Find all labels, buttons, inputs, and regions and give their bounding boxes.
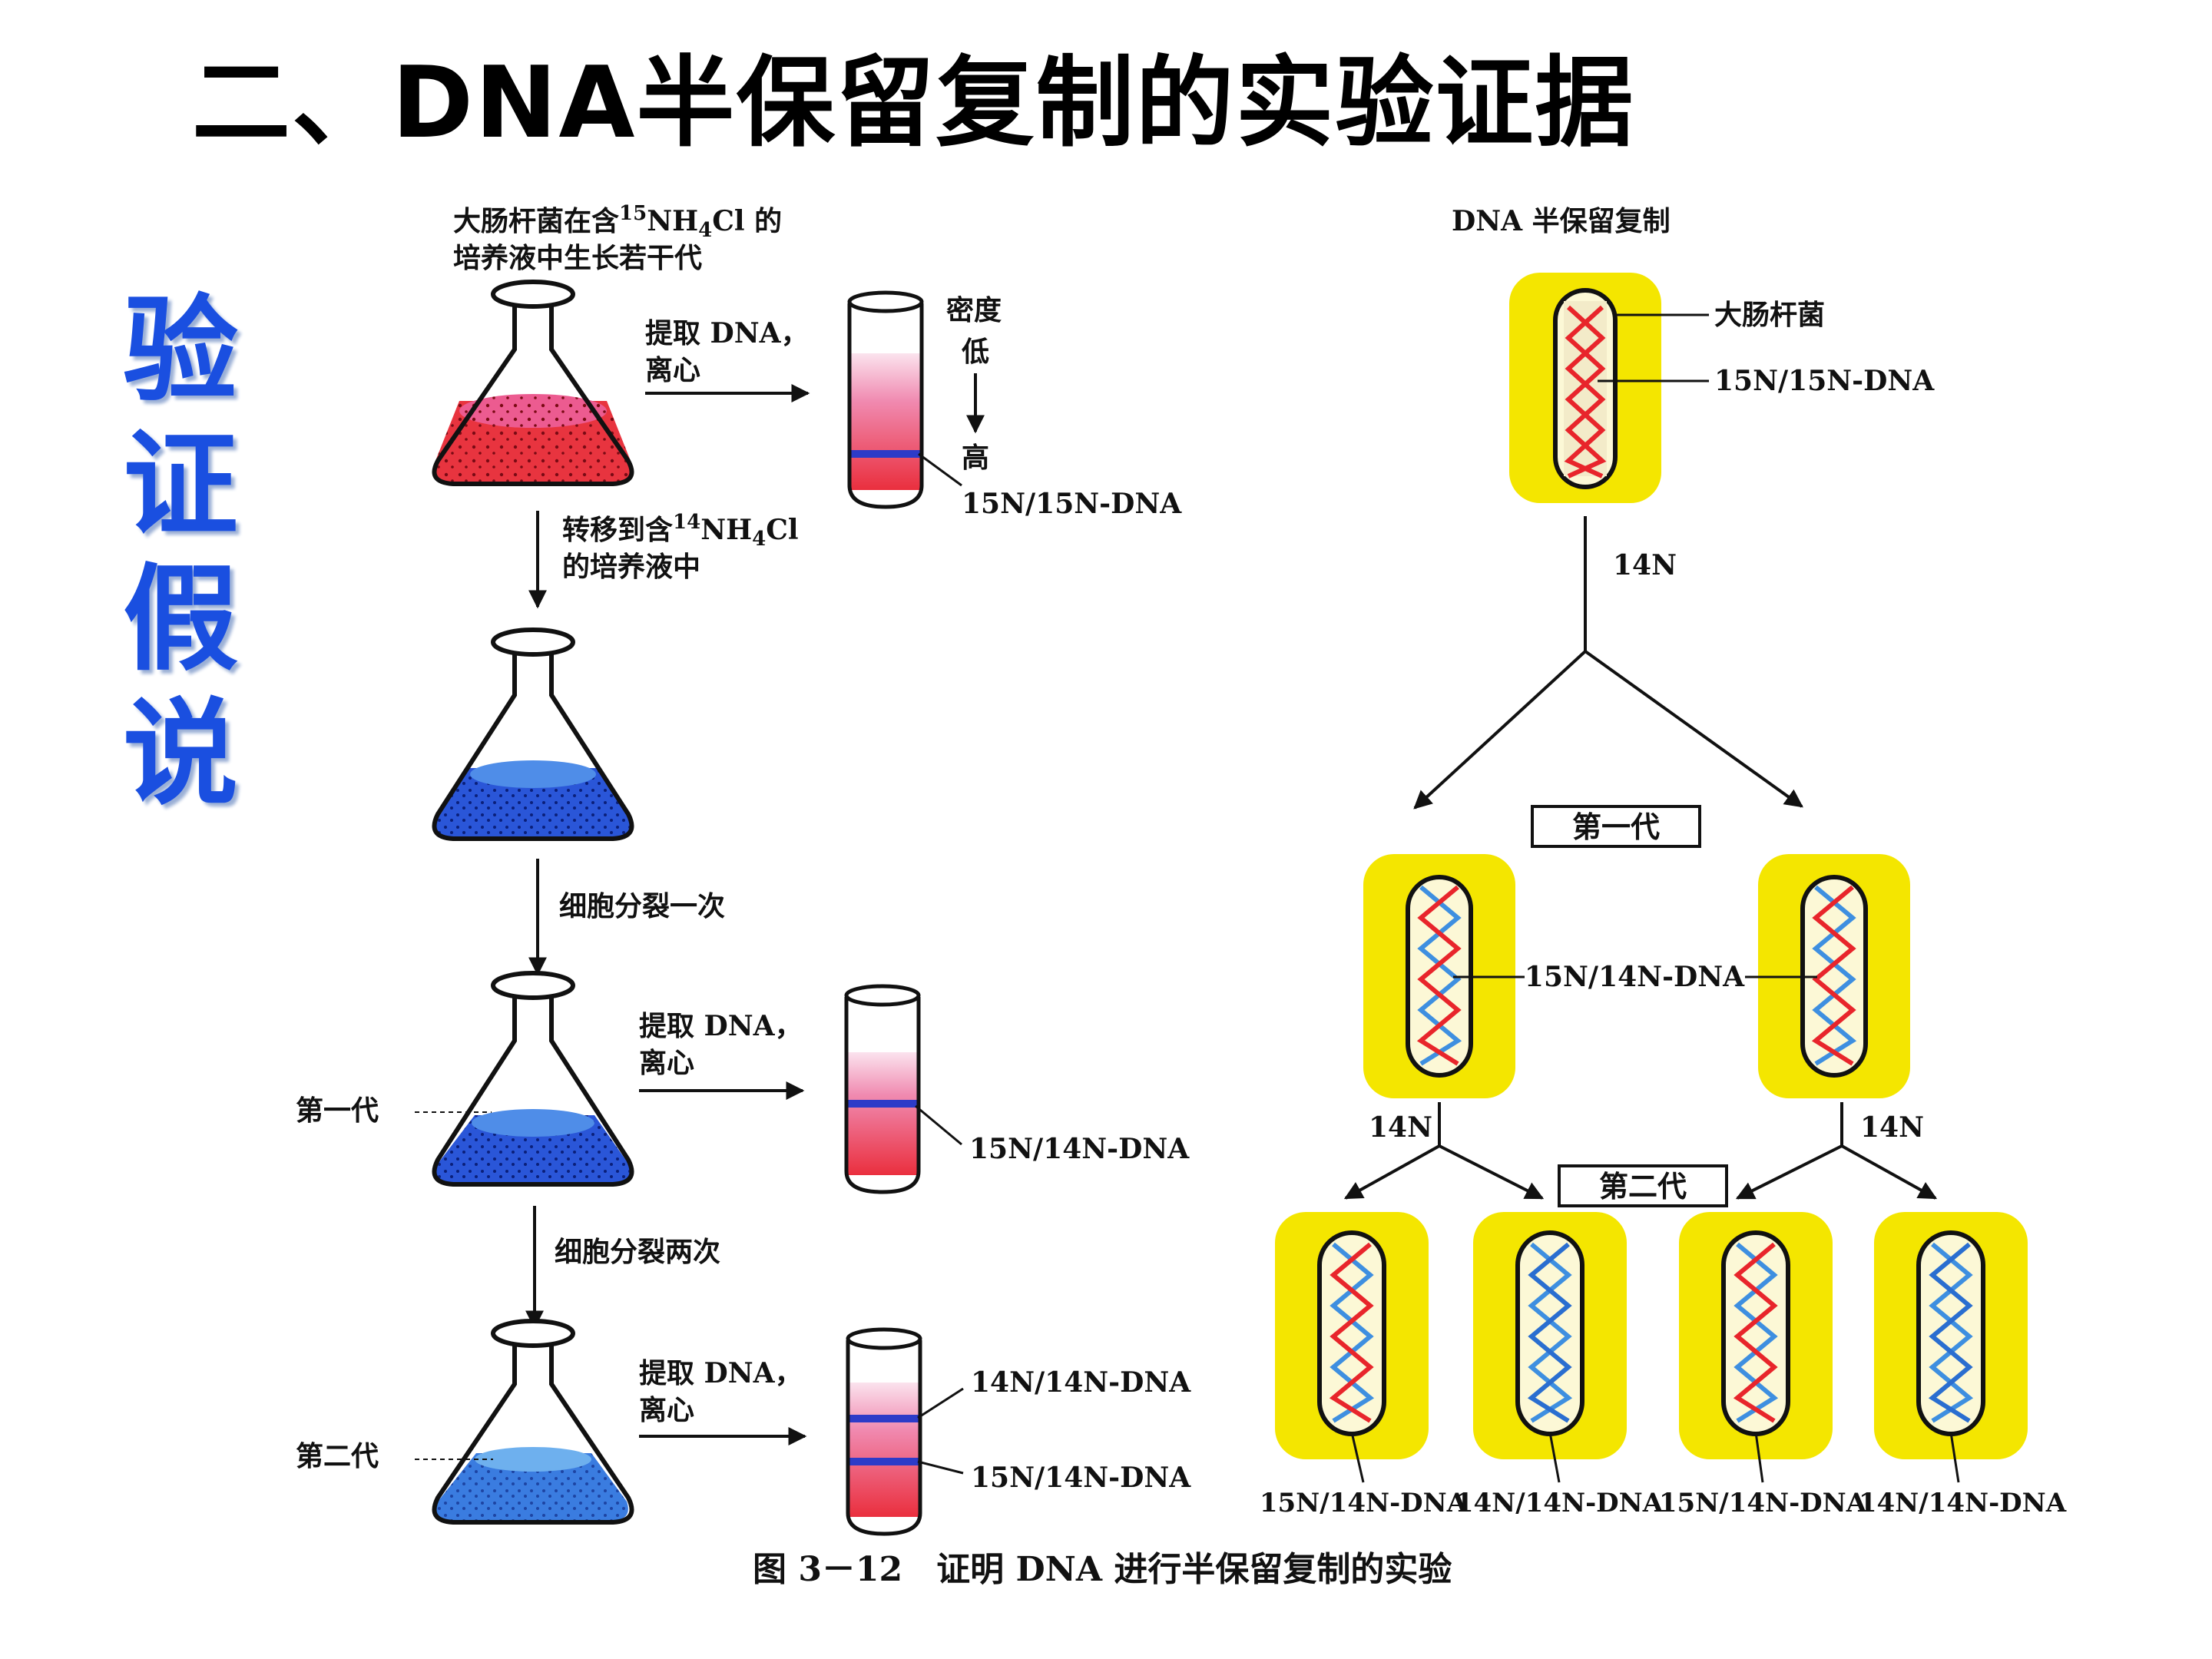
arrow-gen2-b	[1439, 1144, 1545, 1200]
flask-gen1	[432, 971, 634, 1187]
intro-text: 大肠杆菌在含15NH4Cl 的	[453, 202, 782, 242]
gen1-label: 第一代	[296, 1094, 379, 1127]
parent-dna-label: 15N/15N-DNA	[1714, 365, 1935, 397]
division-twice-text: 细胞分裂两次	[555, 1236, 720, 1268]
arrow-gen1-left	[1413, 650, 1587, 810]
extract-text-3b: 离心	[639, 1394, 694, 1426]
gen2-box	[1558, 1164, 1728, 1207]
right-panel: DNA 半保留复制 大肠杆菌 15N/15N-DNA 14N 第一代	[1260, 205, 2067, 1518]
tube-2	[844, 984, 921, 1194]
flask-blue-0	[432, 628, 634, 841]
arrow-gen2-c	[1735, 1144, 1843, 1200]
extract-text-2: 提取 DNA，	[639, 1010, 803, 1042]
medium-label-right: 14N	[1860, 1111, 1924, 1144]
bacterium-label: 大肠杆菌	[1714, 299, 1825, 331]
leader-gen2-4	[1949, 1432, 1960, 1483]
gen2-dna-label: 15N/14N-DNA	[1260, 1488, 1468, 1518]
tube1-label: 15N/15N-DNA	[962, 488, 1182, 520]
gen1-box	[1531, 805, 1701, 848]
cell-gen2-3	[1679, 1212, 1833, 1459]
side-char: 验	[122, 284, 238, 418]
transfer-text: 转移到含14NH4Cl	[562, 511, 799, 551]
flask-red	[432, 280, 634, 486]
tube-1	[847, 290, 924, 509]
gen2-dna-label: 15N/14N-DNA	[1659, 1488, 1867, 1518]
side-char: 证	[122, 419, 238, 552]
tube3-label-top: 14N/14N-DNA	[971, 1366, 1191, 1399]
cell-gen2-2	[1473, 1212, 1627, 1459]
leader-tube3-bottom	[917, 1460, 964, 1475]
leader-gen2-1	[1350, 1432, 1365, 1483]
figure-caption: 图 3－12 证明 DNA 进行半保留复制的实验	[753, 1550, 1452, 1589]
gen2-dna-label: 14N/14N-DNA	[1455, 1488, 1664, 1518]
extract-text-3: 提取 DNA，	[639, 1357, 803, 1389]
extract-text-1: 提取 DNA，	[645, 317, 809, 349]
arrow-gen2-d	[1841, 1144, 1938, 1200]
side-label: 验 证 假 说	[108, 284, 253, 822]
dna-helix-parent	[1564, 305, 1607, 478]
leader-tube1	[918, 452, 962, 487]
arrow-gen1-right	[1584, 650, 1803, 808]
transfer-text-2: 的培养液中	[562, 551, 700, 583]
gen2-label: 第二代	[296, 1440, 379, 1472]
density-low: 低	[962, 336, 989, 368]
medium-label-1: 14N	[1613, 549, 1677, 581]
cell-gen1-right	[1758, 854, 1910, 1098]
tube2-label: 15N/14N-DNA	[969, 1133, 1190, 1165]
side-char: 假	[122, 553, 238, 687]
medium-label-left: 14N	[1369, 1111, 1432, 1144]
leader-tube2	[915, 1104, 962, 1146]
leader-tube3-top	[917, 1387, 964, 1419]
intro-text-line2: 培养液中生长若干代	[453, 242, 702, 274]
left-panel: 大肠杆菌在含15NH4Cl 的 培养液中生长若干代 提取 DNA， 离心 密度 …	[296, 202, 1191, 1536]
density-label: 密度	[946, 294, 1002, 326]
right-header: DNA 半保留复制	[1452, 205, 1671, 237]
leader-gen2-2	[1548, 1432, 1561, 1483]
cell-gen2-4	[1874, 1212, 2028, 1459]
tube-3	[846, 1327, 922, 1536]
flask-gen2	[432, 1319, 634, 1525]
side-char: 说	[122, 687, 238, 821]
page-title: 二、DNA半保留复制的实验证据	[192, 46, 1635, 161]
density-high: 高	[962, 442, 989, 474]
gen1-box-label: 第一代	[1572, 810, 1660, 844]
cell-gen1-left	[1363, 854, 1515, 1098]
cell-gen2-1	[1275, 1212, 1429, 1459]
division-once-text: 细胞分裂一次	[559, 890, 725, 922]
extract-text-2b: 离心	[639, 1047, 694, 1079]
cell-parent	[1509, 273, 1661, 503]
arrow-gen2-a	[1343, 1144, 1440, 1200]
leader-gen2-3	[1754, 1432, 1764, 1483]
gen2-box-label: 第二代	[1599, 1169, 1687, 1204]
gen1-dna-label: 15N/14N-DNA	[1525, 961, 1745, 993]
tube3-label-bottom: 15N/14N-DNA	[971, 1462, 1191, 1494]
gen2-dna-label: 14N/14N-DNA	[1859, 1488, 2067, 1518]
extract-text-1b: 离心	[645, 354, 700, 386]
